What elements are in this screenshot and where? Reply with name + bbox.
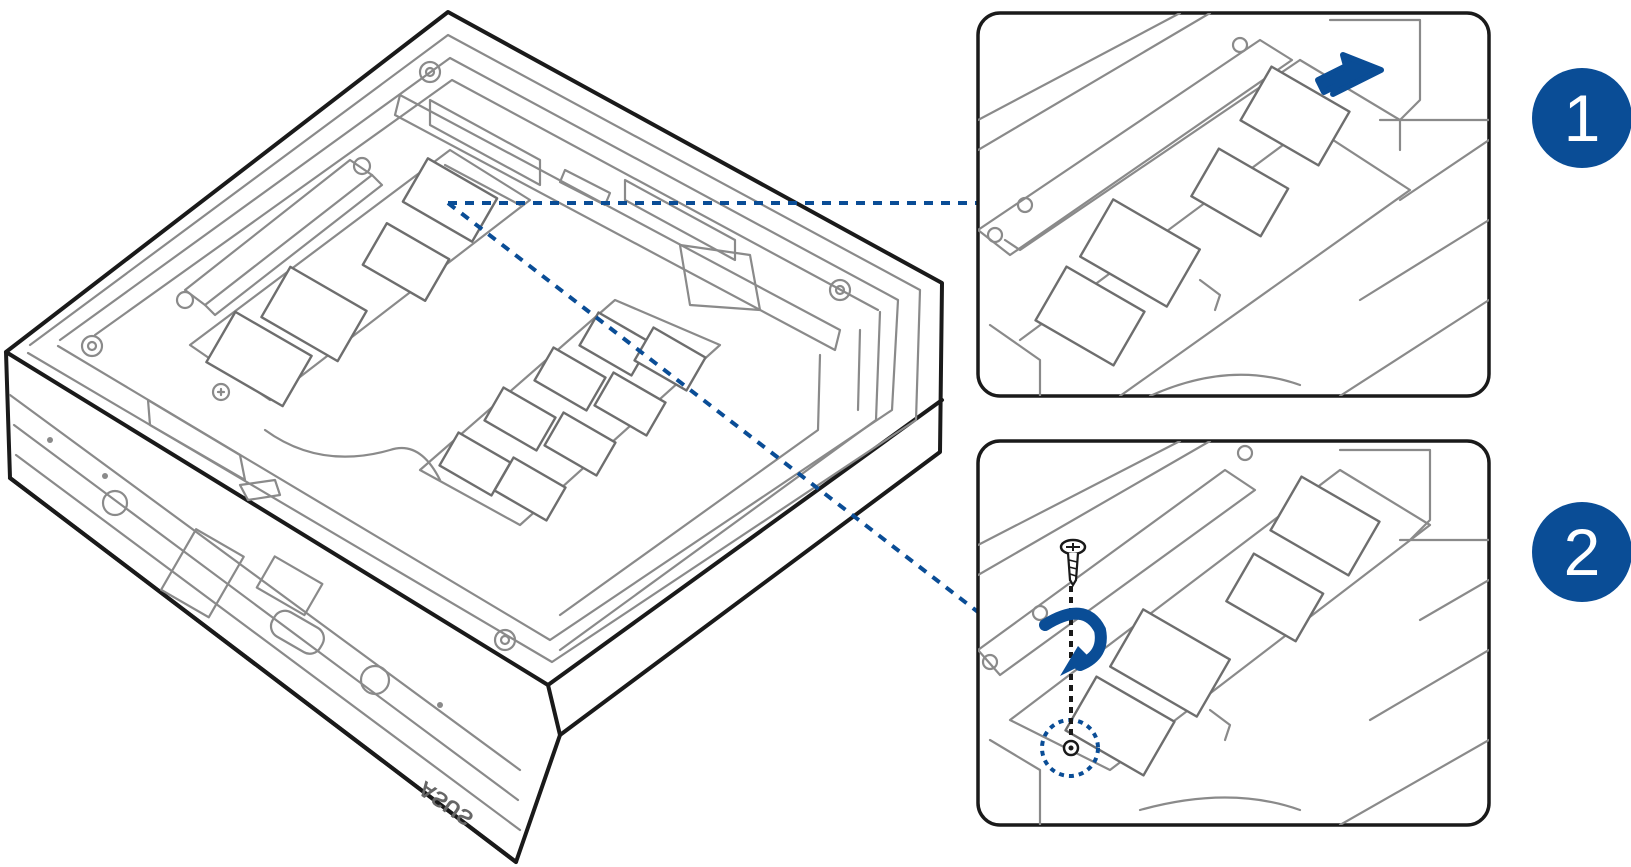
ssd-module bbox=[188, 148, 532, 408]
step-badge-2: 2 bbox=[1532, 502, 1631, 602]
asus-logo: ASUS bbox=[414, 776, 478, 832]
svg-text:1: 1 bbox=[1564, 81, 1601, 155]
arrow-up-right-icon bbox=[1315, 52, 1384, 97]
mini-pc-chassis: ASUS bbox=[4, 10, 944, 864]
step2-detail-panel bbox=[976, 439, 1491, 827]
step-badge-1: 1 bbox=[1532, 68, 1631, 168]
step1-detail-panel bbox=[976, 11, 1491, 398]
front-ports bbox=[47, 437, 443, 708]
rotate-clockwise-icon bbox=[1039, 607, 1107, 676]
leader-lines bbox=[446, 201, 980, 614]
chassis-interior bbox=[80, 60, 852, 652]
screw-icon bbox=[1059, 538, 1087, 588]
memory-module bbox=[418, 298, 722, 527]
svg-text:2: 2 bbox=[1564, 515, 1601, 589]
